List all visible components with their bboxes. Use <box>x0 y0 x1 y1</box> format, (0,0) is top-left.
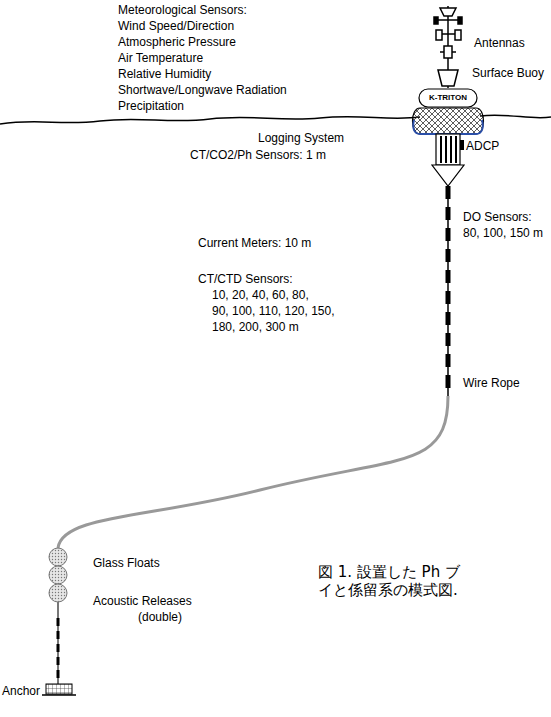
figure-caption: 図 1. 設置した Ph ブ イと係留系の模式図. <box>318 563 483 599</box>
bridle-cone <box>432 165 464 186</box>
part-name: Wire Rope <box>463 376 520 390</box>
part-name: Anchor <box>2 684 40 698</box>
sensor-item: Shortwave/Longwave Radiation <box>118 83 287 97</box>
sensor-item: Precipitation <box>118 99 184 113</box>
release-line <box>57 602 59 684</box>
part-name: Glass Floats <box>93 556 160 570</box>
sensor-depth: 80, 100, 150 m <box>463 226 543 240</box>
sensor-depth: 180, 200, 300 m <box>212 320 299 334</box>
anchor-base <box>42 694 76 696</box>
buoy-hull: K-TRITON <box>418 88 478 108</box>
adcp <box>460 140 464 150</box>
glass-floats <box>49 548 67 602</box>
sensor-heading: DO Sensors: <box>463 210 532 224</box>
sensor-item: Air Temperature <box>118 51 203 65</box>
logging-system <box>436 134 460 165</box>
part-name: Antennas <box>474 36 525 50</box>
part-name: Surface Buoy <box>472 66 544 80</box>
logging-stripes <box>441 136 456 163</box>
sensor-item: Atmospheric Pressure <box>118 35 236 49</box>
part-name: ADCP <box>466 139 499 153</box>
sensor-depth: 10, 20, 40, 60, 80, <box>212 288 309 302</box>
sensor-item: Wind Speed/Direction <box>118 19 234 33</box>
sensor-depth: CT/CO2/Ph Sensors: 1 m <box>190 148 326 162</box>
acoustic-releases <box>57 618 60 682</box>
buoy-name: K-TRITON <box>418 93 478 103</box>
sensor-string <box>446 186 451 396</box>
sensor-heading: CT/CTD Sensors: <box>198 272 293 286</box>
mooring-line <box>58 396 448 548</box>
part-name: Logging System <box>258 131 344 145</box>
buoy-float <box>413 108 484 134</box>
part-name: Acoustic Releases <box>93 594 192 608</box>
node-texts: K-TRITON <box>418 88 478 103</box>
sensor-depth: Current Meters: 10 m <box>198 236 311 250</box>
anchor-block <box>46 684 72 694</box>
sensor-item: Relative Humidity <box>118 67 211 81</box>
antenna-mast <box>434 6 462 88</box>
sensor-depth: 90, 100, 110, 120, 150, <box>212 304 335 318</box>
part-name: (double) <box>138 610 182 624</box>
sensor-heading: Meteorological Sensors: <box>118 3 247 17</box>
buoy-waterline <box>413 120 483 134</box>
wire-rope <box>447 186 449 396</box>
